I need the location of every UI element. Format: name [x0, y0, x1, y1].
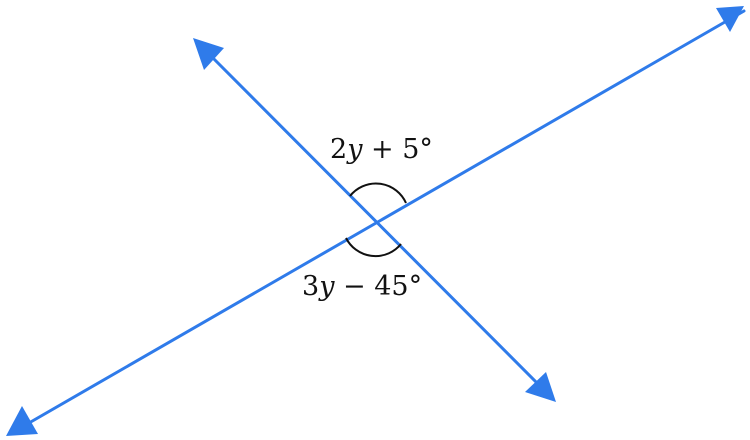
angle-label-top: 2y + 5°: [330, 136, 433, 163]
angle-bottom-coefficient: 3: [302, 271, 320, 302]
angle-arc-top: [349, 182, 407, 204]
angle-label-bottom: 3y − 45°: [302, 273, 422, 300]
arrowhead-lower-left: [6, 406, 38, 436]
angle-top-coefficient: 2: [330, 134, 348, 165]
line-ascending: [20, 9, 746, 429]
angle-bottom-variable: y: [319, 271, 335, 302]
line-descending: [198, 43, 552, 398]
arrowhead-lower-right: [525, 372, 556, 402]
angle-top-variable: y: [347, 134, 363, 165]
angle-bottom-constant: − 45°: [334, 271, 423, 302]
arrowhead-upper-left: [193, 38, 224, 70]
angle-top-constant: + 5°: [362, 134, 433, 165]
arrowhead-upper-right: [716, 6, 744, 32]
angle-arc-bottom: [345, 237, 402, 258]
